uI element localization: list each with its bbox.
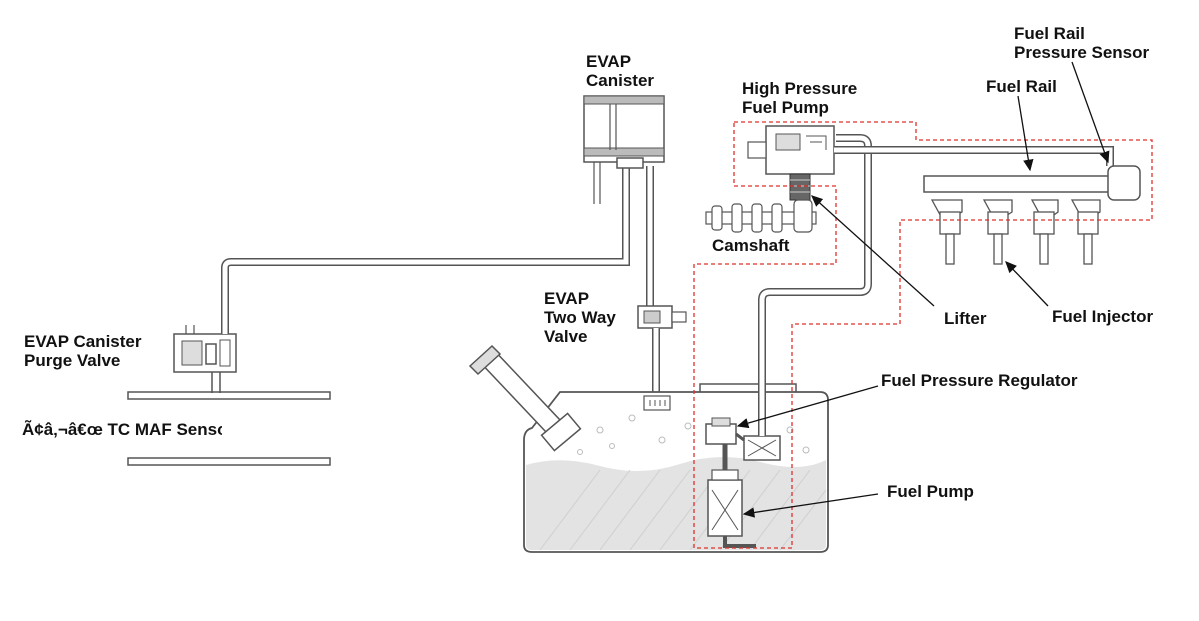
fuel-pump — [707, 440, 756, 548]
label-evap-two-way-valve: EVAP Two Way Valve — [544, 289, 616, 346]
label-high-pressure-fuel-pump: High Pressure Fuel Pump — [742, 79, 858, 117]
fuel-tank — [523, 383, 829, 553]
fuel-level — [526, 456, 826, 550]
evap-canister — [583, 95, 665, 204]
camshaft — [705, 199, 817, 233]
fuel-injectors — [930, 199, 1101, 265]
label-camshaft: Camshaft — [712, 236, 790, 255]
filler-neck — [468, 344, 582, 452]
label-fuel-pump: Fuel Pump — [887, 482, 974, 501]
fuel-rail — [923, 165, 1141, 201]
leader-lines — [736, 61, 1110, 518]
label-fuel-rail-pressure-sensor: Fuel Rail Pressure Sensor — [1014, 24, 1150, 62]
intake-pipe-upper — [127, 391, 331, 400]
high-pressure-boundary — [693, 121, 1153, 549]
intake-pipe-lower — [127, 457, 331, 466]
label-maf-sensor: Ã¢â‚¬â€œ TC MAF Sensor — [22, 420, 222, 439]
evap-canister-purge-valve — [173, 325, 237, 373]
label-lifter: Lifter — [944, 309, 987, 328]
label-evap-canister-purge-valve: EVAP Canister Purge Valve — [24, 332, 142, 370]
label-fuel-injector: Fuel Injector — [1052, 307, 1154, 326]
high-pressure-fuel-pump — [747, 125, 835, 201]
label-evap-canister: EVAP Canister — [586, 52, 655, 90]
label-fuel-pressure-regulator: Fuel Pressure Regulator — [881, 371, 1078, 390]
fuel-pressure-regulator — [705, 417, 781, 461]
label-fuel-rail: Fuel Rail — [986, 77, 1057, 96]
evap-two-way-valve — [637, 305, 687, 329]
